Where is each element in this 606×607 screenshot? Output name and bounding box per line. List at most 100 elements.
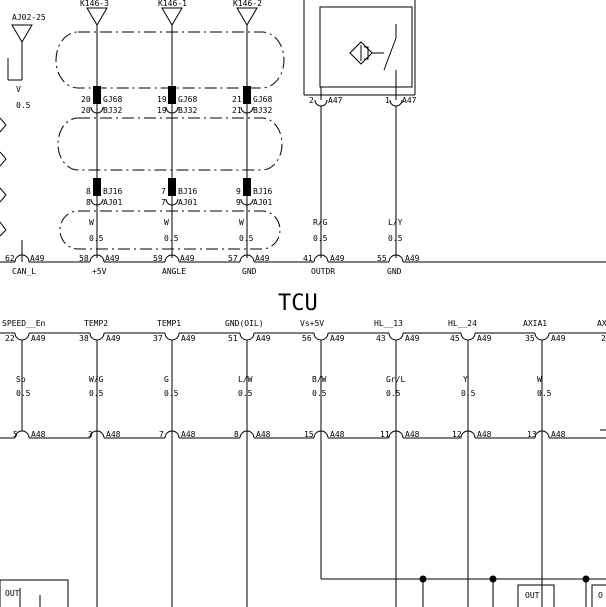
connector-block: [243, 86, 251, 104]
wire-gauge: 0.5: [388, 234, 403, 243]
signal-func: TEMP2: [84, 319, 108, 328]
gj68-pin: 20: [81, 95, 91, 104]
a49-pin: 59: [153, 254, 163, 263]
terminal-arc-icon: [460, 430, 476, 439]
a49-pin: 57: [228, 254, 238, 263]
bj16-pin: 9: [236, 187, 241, 196]
terminal-cup-icon: [388, 332, 404, 341]
wire-color: W: [89, 218, 94, 227]
a48-pin: 15: [304, 430, 314, 439]
out-box: [0, 579, 69, 607]
a49-name: A49: [256, 334, 271, 343]
signal-func: GND: [387, 267, 402, 276]
ground-triangle-icon: [11, 24, 33, 43]
a48-name: A48: [31, 430, 46, 439]
ground-label-aj02-25: AJ02-25: [12, 13, 46, 22]
wire-gauge: 0.5: [89, 389, 104, 398]
bottom-bus: [321, 575, 606, 607]
a48-pin: 3: [88, 430, 93, 439]
can-func: CAN_L: [12, 267, 36, 276]
wire-gauge: 0.5: [16, 389, 31, 398]
bj16-pin: 8: [86, 187, 91, 196]
gj68-name: GJ68: [103, 95, 122, 104]
ground-label-k146-1: K146-1: [158, 0, 187, 8]
bj32-pin: 20: [81, 106, 91, 115]
a48-pin: 8: [234, 430, 239, 439]
sensor-column-1: K146-3 20 GJ68 20 BJ32 8 BJ16 8 AJ01 W 0…: [79, 0, 122, 276]
wire-gauge: 0.5: [461, 389, 476, 398]
wire-color: W: [164, 218, 169, 227]
terminal-arc-icon: [313, 430, 329, 439]
a49-name: A49: [477, 334, 492, 343]
cut-connector-edge: [0, 117, 7, 133]
terminal-arc-icon: [388, 430, 404, 439]
connector-block: [243, 178, 251, 196]
left-wire-color: V: [16, 85, 21, 94]
wire-gauge: 0.5: [537, 389, 552, 398]
aj01-name: AJ01: [178, 198, 197, 207]
tcu-signal-hl13: HL__13 43 A49 Gr/L 0.5 11 A48: [374, 319, 420, 607]
a49-name: A49: [106, 334, 121, 343]
wire-color: Sb: [16, 375, 26, 384]
wire-gauge: 0.5: [238, 389, 253, 398]
a47-name: A47: [328, 96, 343, 105]
sensor-column-3: K146-2 21 GJ68 21 BJ32 9 BJ16 9 AJ01 W 0…: [228, 0, 272, 276]
switch-pin: 1: [385, 96, 390, 105]
a49-pin: 43: [376, 334, 386, 343]
gj68-name: GJ68: [178, 95, 197, 104]
tcu-signal-speed: SPEED__En 22 A49 Sb 0.5 5 A48: [2, 319, 46, 439]
left-wire-gauge: 0.5: [16, 101, 31, 110]
out-label: O: [598, 591, 603, 600]
a49-pin: 56: [302, 334, 312, 343]
bj32-name: BJ32: [253, 106, 272, 115]
terminal-arc-icon: [239, 254, 255, 263]
can-l-terminal: 62 A49 CAN_L: [0, 240, 45, 276]
wire-color: G: [164, 375, 169, 384]
aj01-pin: 7: [161, 198, 166, 207]
wire-gauge: 0.5: [164, 234, 179, 243]
terminal-cup-icon: [534, 332, 550, 341]
terminal-cup-icon: [90, 106, 104, 114]
terminal-cup-icon: [460, 332, 476, 341]
a48-name: A48: [330, 430, 345, 439]
bj16-pin: 7: [161, 187, 166, 196]
wire-gauge: 0.5: [89, 234, 104, 243]
a48-name: A48: [405, 430, 420, 439]
connector-block: [168, 86, 176, 104]
signal-func: HL__24: [448, 319, 477, 328]
a49-pin: 45: [450, 334, 460, 343]
a49-pin: 41: [303, 254, 313, 263]
terminal-cup-icon: [89, 332, 105, 341]
signal-func: HL__13: [374, 319, 403, 328]
out-label: OUT: [5, 589, 20, 598]
wire-color: L/Y: [388, 218, 403, 227]
gj68-name: GJ68: [253, 95, 272, 104]
bj16-name: BJ16: [103, 187, 122, 196]
terminal-arc-icon: [89, 430, 105, 439]
a49-name: A49: [255, 254, 270, 263]
terminal-cup-icon: [240, 198, 254, 206]
tcu-title: TCU: [278, 291, 318, 316]
connector-block: [93, 86, 101, 104]
bj32-name: BJ32: [103, 106, 122, 115]
terminal-arc-icon: [388, 254, 404, 263]
terminal-cup-icon: [389, 99, 403, 107]
terminal-cup-icon: [313, 332, 329, 341]
a48-name: A48: [256, 430, 271, 439]
a49-name: A49: [330, 334, 345, 343]
terminal-cup-icon: [164, 332, 180, 341]
can-conn: A49: [30, 254, 45, 263]
wire-color: W/G: [89, 375, 104, 384]
wire-color: W: [537, 375, 542, 384]
cut-connector-edge: [0, 187, 7, 203]
a49-name: A49: [551, 334, 566, 343]
signal-func: OUTDR: [311, 267, 335, 276]
signal-func: GND: [242, 267, 257, 276]
tcu-signal-axia1: AXIA1 35 A49 W 0.5 13 A48: [523, 319, 566, 607]
tcu-signal-temp2: TEMP2 38 A49 W/G 0.5 3 A48: [79, 319, 121, 607]
signal-func: ANGLE: [162, 267, 186, 276]
a48-name: A48: [106, 430, 121, 439]
a48-pin: 12: [452, 430, 462, 439]
ground-triangle-icon: [86, 7, 108, 26]
terminal-cup-icon: [90, 198, 104, 206]
